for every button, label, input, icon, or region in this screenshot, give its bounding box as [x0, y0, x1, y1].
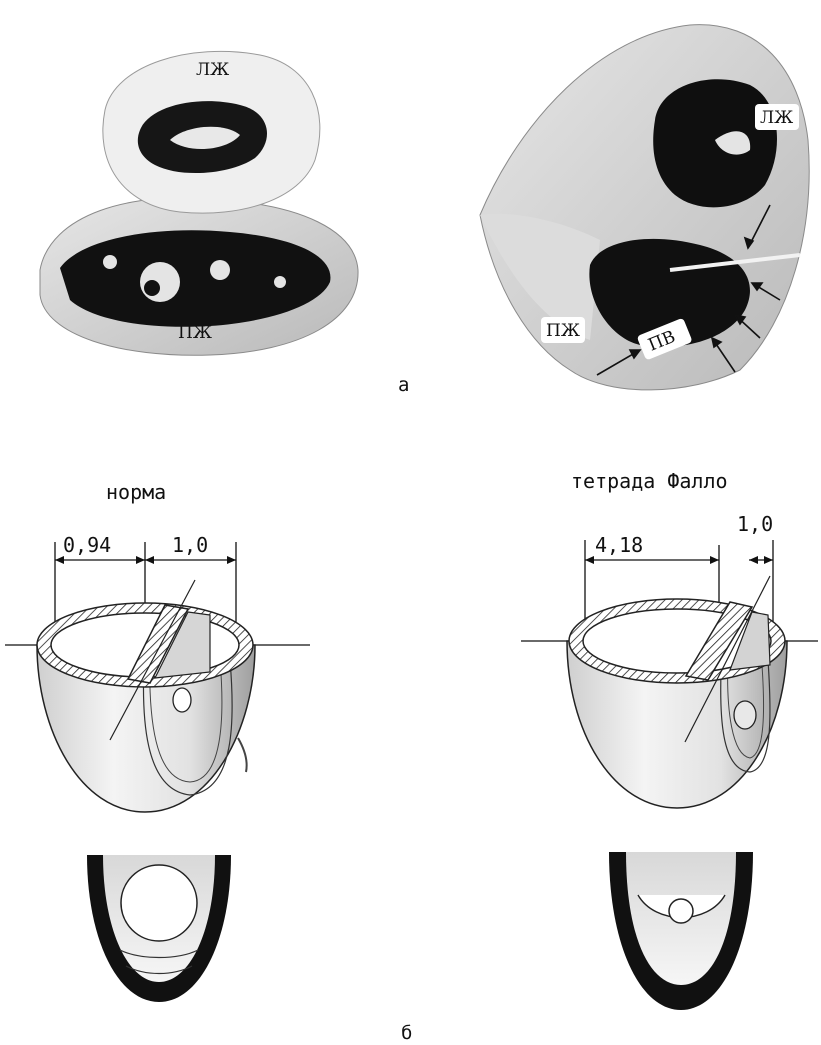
panel-letter-b: б	[401, 1022, 412, 1044]
dimension-right-tetralogy: 1,0	[737, 512, 773, 536]
label-rv-right: ПЖ	[546, 321, 580, 341]
dimension-right-normal: 1,0	[172, 533, 208, 557]
cross-section-tetralogy	[609, 852, 753, 1010]
label-lv-left: ЛЖ	[196, 60, 229, 80]
title-tetralogy: тетрада Фалло	[571, 469, 728, 493]
diagram-normal-heart: 0,94 1,0	[5, 533, 310, 812]
label-rv-left: ПЖ	[178, 323, 212, 343]
photo-right-heart-section: ЛЖ ПЖ ПВ	[480, 25, 809, 390]
title-normal: норма	[106, 480, 166, 504]
cross-section-normal	[87, 855, 231, 1002]
label-lv-right: ЛЖ	[760, 108, 793, 128]
photo-left-heart-section: ЛЖ ПЖ	[40, 51, 358, 355]
dimension-left-tetralogy: 4,18	[595, 533, 643, 557]
panel-letter-a: а	[398, 374, 409, 396]
diagram-tetralogy-heart: 4,18 1,0	[521, 512, 818, 808]
dimension-left-normal: 0,94	[63, 533, 111, 557]
